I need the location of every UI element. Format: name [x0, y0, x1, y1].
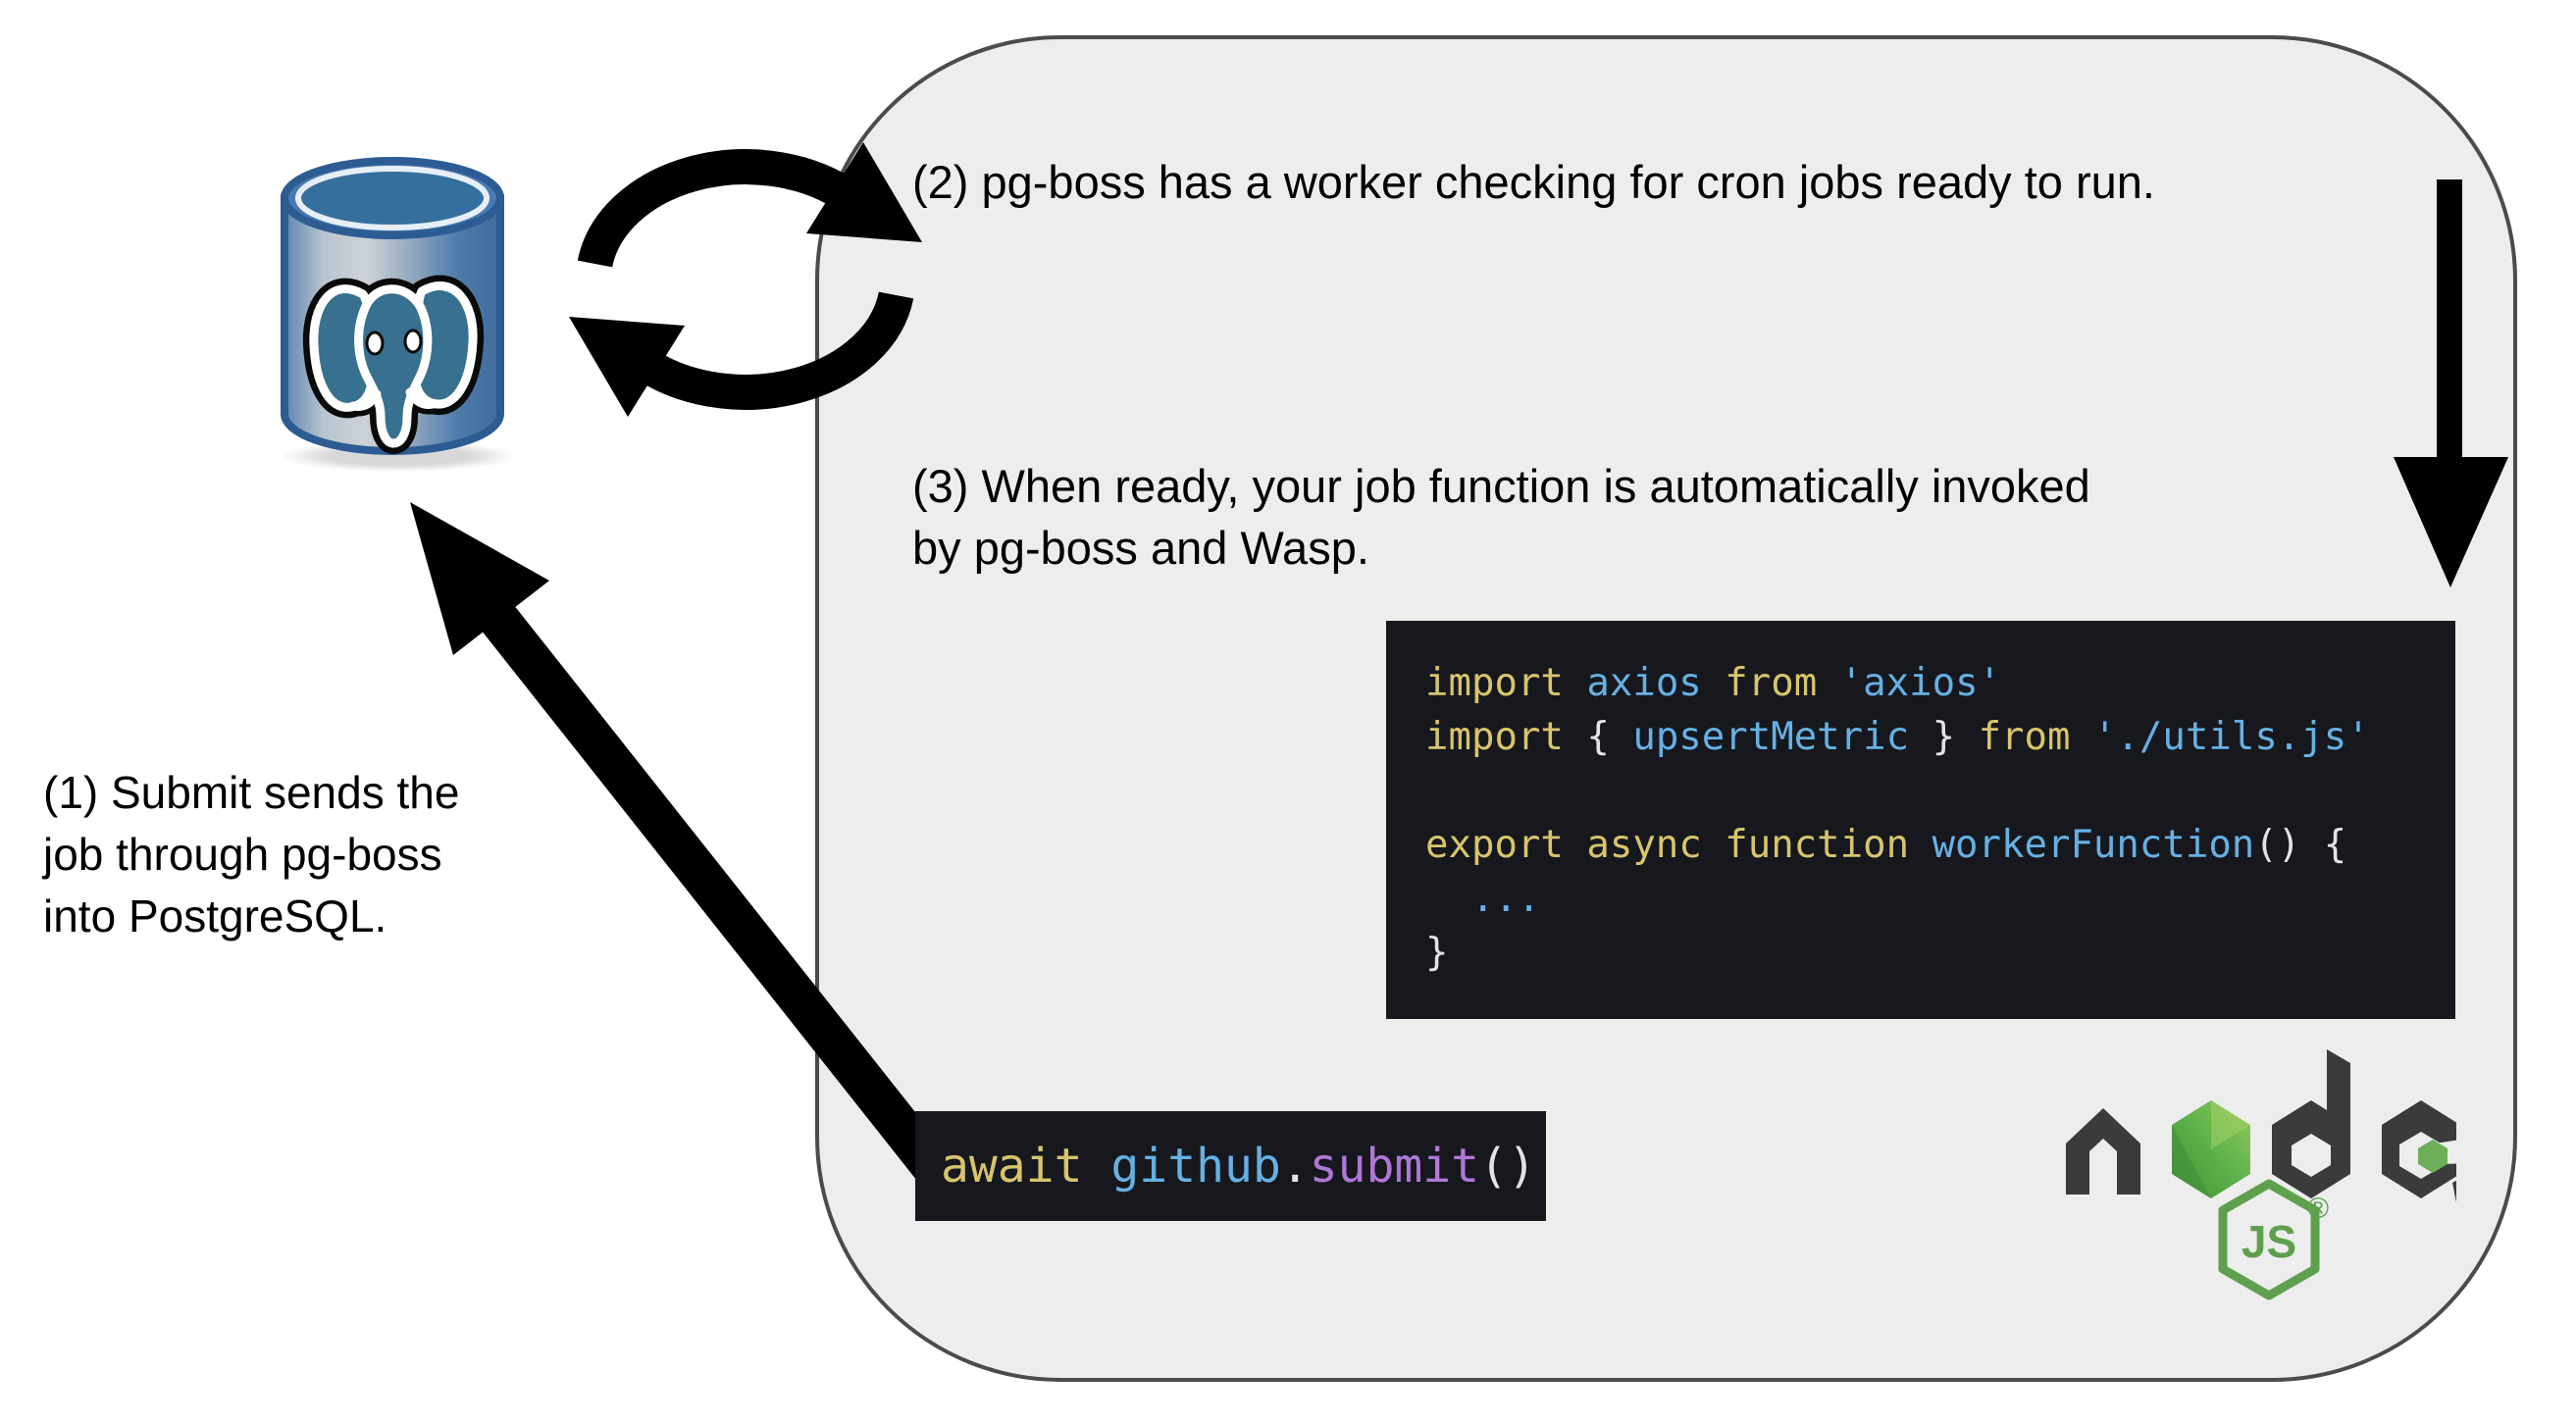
nodejs-js-badge: JS [2218, 1179, 2320, 1300]
nodejs-wordmark-logo [2066, 1049, 2456, 1202]
js-badge-text: JS [2241, 1216, 2296, 1267]
submit-arrow [410, 502, 966, 1202]
js-hexagon-outline [2218, 1179, 2320, 1300]
submit-call-code-block: await github.submit() [915, 1111, 1546, 1221]
step3-label: (3) When ready, your job function is aut… [912, 460, 2090, 574]
letter-e [2382, 1100, 2456, 1202]
node-hexagon-icon [2172, 1100, 2250, 1198]
step2-label: (2) pg-boss has a worker checking for cr… [912, 156, 2155, 208]
node-letters [2066, 1049, 2456, 1202]
registered-trademark-symbol: ® [2307, 1193, 2330, 1225]
down-arrow [2394, 179, 2508, 587]
letter-n [2066, 1108, 2140, 1195]
postgres-elephant-icon [302, 275, 485, 454]
postgresql-logo [281, 157, 516, 472]
worker-function-code-block: import axios from 'axios'import { upsert… [1386, 621, 2455, 1019]
letter-d [2272, 1049, 2350, 1198]
cycle-arrows-icon [569, 142, 922, 417]
